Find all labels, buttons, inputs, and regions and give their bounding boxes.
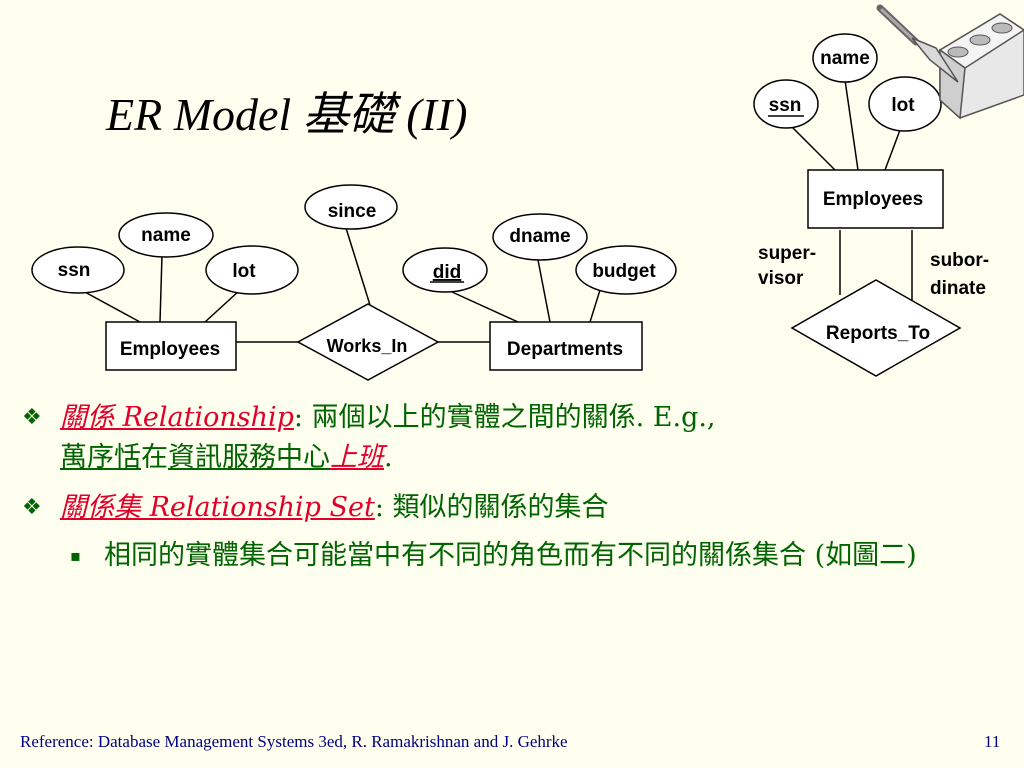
bullet-list: ❖ 關係 Relationship: 兩個以上的實體之間的關係. E.g., 萬… [22, 398, 1012, 576]
example-entity-person: 萬序恬 [60, 442, 141, 473]
bullet-relationship: ❖ 關係 Relationship: 兩個以上的實體之間的關係. E.g., 萬… [22, 398, 1012, 478]
bullet-diamond-icon: ❖ [22, 495, 42, 520]
definition-relationship: 兩個以上的實體之間的關係. E.g., [303, 402, 716, 433]
sub-bullet-text: 相同的實體集合可能當中有不同的角色而有不同的關係集合 (如圖二) [104, 540, 917, 571]
attr-dname-ellipse [492, 213, 588, 261]
entity2-employees-box [807, 169, 944, 229]
attr2-name-ellipse [812, 33, 878, 83]
entity-employees-label: Employees [120, 339, 220, 360]
diagram2: name ssn lot Employees super- visor subo… [753, 33, 989, 377]
attr2-ssn-label: ssn [769, 95, 802, 116]
relationship-reports-to-diamond [790, 279, 962, 377]
sub-bullet-roles: ▪ 相同的實體集合可能當中有不同的角色而有不同的關係集合 (如圖二) [22, 536, 1012, 576]
slide-title: ER Model 基礎 (II) [106, 89, 468, 140]
attr2-lot-label: lot [891, 95, 915, 116]
role-supervisor-line2: visor [758, 268, 804, 289]
role-subordinate-line1: subor- [930, 250, 989, 271]
attr-since-ellipse [304, 184, 398, 230]
entity-employees-box [105, 321, 237, 371]
attr-since-label: since [328, 201, 377, 222]
attr-lot-label: lot [232, 261, 256, 282]
trowel-brick-illustration [876, 4, 1024, 120]
term-relationship-set: 關係集 Relationship Set [60, 492, 375, 523]
definition-relationship-set: 類似的關係的集合 [383, 492, 609, 523]
entity-departments-box [489, 321, 643, 371]
relationship-works-in-diamond [296, 303, 440, 381]
colon: : [374, 492, 384, 523]
diagram2-connectors [789, 79, 913, 300]
attr-budget-ellipse [575, 245, 677, 295]
attr-budget-label: budget [592, 261, 656, 282]
example-entity-department: 資訊服務中心 [168, 442, 330, 473]
square-bullet-icon: ▪ [70, 546, 81, 565]
attr-ssn-ellipse [31, 246, 125, 294]
entity-departments-label: Departments [507, 339, 623, 360]
relationship-reports-to-label: Reports_To [826, 323, 930, 344]
entity2-employees-label: Employees [823, 189, 923, 210]
attr-name-label: name [141, 225, 191, 246]
page-number: 11 [984, 732, 1001, 751]
attr-name-ellipse [118, 212, 214, 258]
footer-reference: Reference: Database Management Systems 3… [20, 732, 568, 751]
attr-ssn-label: ssn [58, 260, 91, 281]
example-connector: 在 [141, 442, 168, 473]
diagram1: ssn name lot Employees since Works_In di… [31, 184, 677, 381]
attr2-name-label: name [820, 48, 870, 69]
colon: : [293, 402, 304, 433]
attr-did-label: did [433, 262, 462, 283]
role-supervisor-line1: super- [758, 243, 816, 264]
attr2-lot-ellipse [868, 76, 942, 132]
attr-lot-ellipse [205, 245, 299, 295]
attr-did-ellipse [402, 247, 488, 293]
example-relationship: 上班 [330, 442, 384, 473]
er-diagrams: ssn name lot Employees since Works_In di… [31, 4, 1024, 381]
term-relationship: 關係 Relationship [60, 402, 294, 433]
bullet-diamond-icon: ❖ [22, 405, 42, 430]
role-subordinate-line2: dinate [930, 278, 986, 299]
example-end: . [384, 442, 393, 473]
relationship-works-in-label: Works_In [327, 336, 408, 356]
bullet-relationship-set: ❖ 關係集 Relationship Set: 類似的關係的集合 [22, 488, 1012, 528]
attr-dname-label: dname [509, 226, 570, 247]
